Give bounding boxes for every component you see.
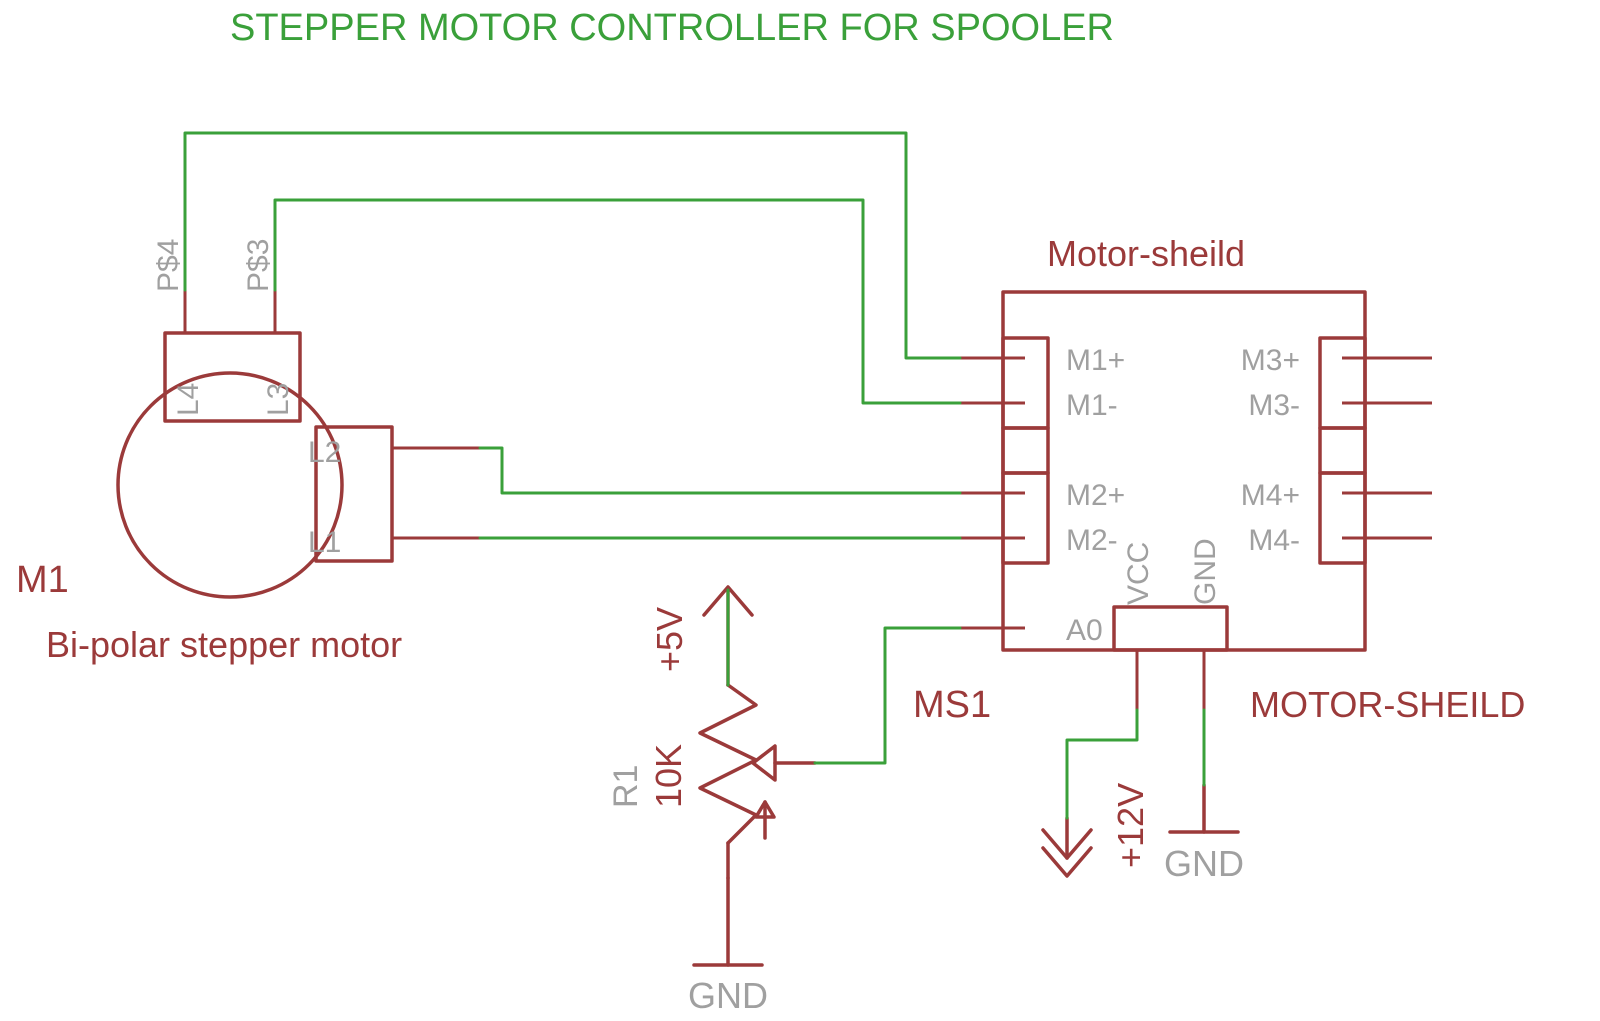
stepper-motor-symbol [116,290,480,599]
shield-connector-gap-left [1001,426,1050,475]
motor-designator: M1 [16,559,69,601]
shield-outline [1001,290,1367,652]
pin-label-gnd: GND [1189,538,1222,605]
diagram-title: STEPPER MOTOR CONTROLLER FOR SPOOLER [230,7,1114,49]
supply-label-plus5: +5V [649,607,690,672]
shield-connector-m3 [1318,336,1367,430]
pin-label-m2-minus: M2- [1066,524,1118,557]
coil-label-l2: L2 [308,436,341,469]
ground-symbol-shield [1168,783,1240,834]
supply-plus12-symbol [1041,816,1093,878]
pin-label-m4-plus: M4+ [1241,479,1300,512]
shield-package: MOTOR-SHEILD [1250,684,1525,725]
net-vcc-to-plus12 [1065,708,1139,820]
pin-label-vcc: VCC [1122,542,1155,605]
shield-connector-gap-right [1318,426,1367,475]
net-p4-to-m1-plus [183,131,962,360]
potentiometer-symbol [698,588,817,880]
coil-label-l4: L4 [172,383,205,416]
down-arrow-icon [1041,828,1093,860]
shield-connector-m1 [1001,336,1050,430]
pin-label-m1-plus: M1+ [1066,344,1125,377]
shield-connector-m4 [1318,471,1367,565]
motor-body [116,371,344,599]
pot-zigzag [698,683,758,845]
pot-designator: R1 [607,765,645,808]
coil-label-l1: L1 [308,526,341,559]
pot-wiper-arrow [751,744,777,782]
coil-label-l3: L3 [262,383,295,416]
motor-value: Bi-polar stepper motor [46,624,402,665]
up-arrow-icon [702,585,754,617]
ground-symbol-pot [692,876,764,967]
pot-adjust-arrow [754,800,776,819]
pad-label-p3: P$3 [242,239,275,292]
net-l2-to-m2-plus [478,446,962,495]
supply-label-gnd-shield: GND [1164,843,1244,884]
supply-plus5-symbol [702,585,754,617]
pin-label-m1-minus: M1- [1066,389,1118,422]
shield-value: Motor-sheild [1047,233,1245,274]
pin-label-a0: A0 [1066,614,1103,647]
shield-connector-m2 [1001,471,1050,565]
pin-label-m3-minus: M3- [1248,389,1300,422]
shield-power-header [1112,605,1229,652]
nets [183,131,1206,820]
pin-label-m3-plus: M3+ [1241,344,1300,377]
motor-side-terminal-block [314,425,394,563]
pot-value: 10K [648,744,689,808]
pin-label-m4-minus: M4- [1248,524,1300,557]
net-p3-to-m1-minus [273,198,962,405]
pin-label-m2-plus: M2+ [1066,479,1125,512]
motor-top-terminal-block [163,331,302,423]
supply-label-gnd-pot: GND [688,975,768,1016]
supply-label-plus12: +12V [1110,783,1151,868]
down-arrow-icon-2 [1041,846,1093,878]
pad-label-p4: P$4 [152,239,185,292]
net-wiper-to-a0 [813,626,962,765]
motor-shield-symbol [960,290,1432,710]
shield-designator: MS1 [913,684,991,726]
